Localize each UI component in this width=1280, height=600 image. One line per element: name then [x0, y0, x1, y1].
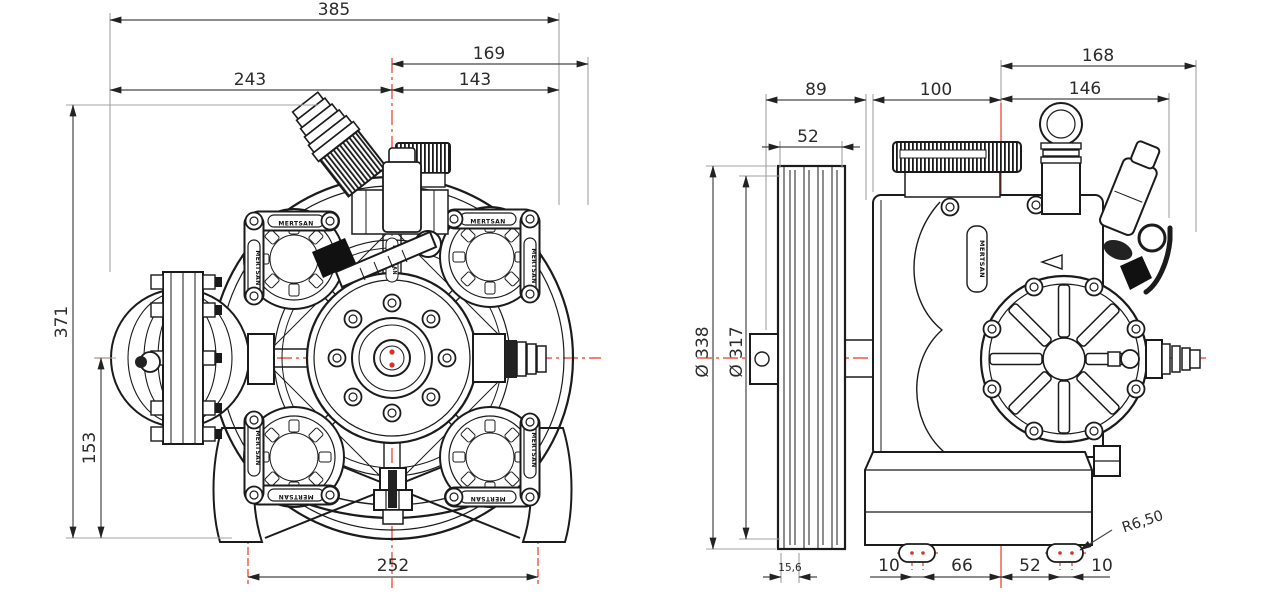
cover-plug: [1107, 351, 1121, 367]
dim-label-r650: R6,50: [1120, 508, 1165, 536]
side-end-cover: [979, 274, 1149, 444]
dim-label-10-left: 10: [878, 556, 900, 576]
front-shaft-spline: [373, 339, 411, 377]
dome-air-valve-cap: [135, 356, 147, 368]
dim-label-52-base: 52: [1019, 556, 1041, 576]
front-center-cover: [305, 271, 479, 445]
dim-label-dia317: Ø 317: [727, 326, 747, 377]
brand-badge: MERTSAN: [470, 495, 505, 502]
pulley-hub: [749, 333, 779, 385]
brand-badge: MERTSAN: [254, 250, 261, 285]
mount-slot-left: [898, 543, 936, 563]
side-lever-handle: [1120, 256, 1152, 290]
regulator-hook-lever: [1143, 225, 1173, 295]
regulator-ring: [1137, 223, 1167, 253]
side-brand-plate: [966, 225, 988, 293]
dim-label-252: 252: [377, 556, 409, 576]
dim-label-66: 66: [951, 556, 973, 576]
dim-label-371: 371: [52, 306, 72, 338]
brand-badge: MERTSAN: [530, 432, 537, 467]
brand-badge: MERTSAN: [254, 430, 261, 465]
dim-label-15-6: 15,6: [778, 562, 802, 574]
dim-label-385: 385: [318, 0, 350, 20]
dim-label-143: 143: [459, 70, 491, 90]
brand-badge: MERTSAN: [530, 248, 537, 283]
lever-handle: [312, 238, 356, 278]
head-bar-bottom-left: MERTSAN MERTSAN: [243, 410, 340, 506]
front-dimensions: 385 169 243 143 371 153 252: [52, 0, 589, 581]
front-bottom-fitting: [373, 467, 413, 525]
slot-radius-leader: [1079, 529, 1113, 551]
dim-label-52-groove: 52: [797, 127, 819, 147]
side-dimensions: 89 100 146 168 52 Ø 338 Ø 317 15,6 10 66…: [693, 46, 1197, 583]
dim-label-168: 168: [1082, 46, 1114, 66]
mount-slot-right: [1046, 543, 1084, 563]
dim-label-10-right: 10: [1091, 556, 1113, 576]
head-bar-bottom-right: MERTSAN MERTSAN: [444, 412, 541, 508]
brand-badge: MERTSAN: [470, 219, 505, 226]
head-bar-top-left: MERTSAN MERTSAN: [243, 210, 340, 306]
front-center-mark-2: [389, 362, 395, 368]
dim-label-169: 169: [473, 44, 505, 64]
side-discharge-barb: [1039, 102, 1083, 215]
front-right-fitting: [472, 333, 547, 383]
dim-label-89: 89: [805, 80, 827, 100]
dim-label-153: 153: [80, 432, 100, 464]
flow-arrow-mark: [1039, 254, 1063, 270]
front-head-bars: MERTSAN MERTSAN MERTSAN MERTSAN: [243, 208, 541, 508]
side-pulley: [749, 164, 873, 551]
side-view: MERTSAN: [693, 46, 1206, 588]
front-pump-body: MERTSAN MERTSAN MERTSAN MERTSAN: [110, 91, 575, 543]
front-regulator-lever: [312, 230, 442, 289]
dim-label-dia338: Ø 338: [693, 326, 713, 377]
dome-port-block: [247, 333, 275, 385]
front-accumulator-dome: [110, 271, 275, 445]
side-tank: [904, 169, 1001, 198]
side-base: [864, 445, 1121, 563]
brand-badge: MERTSAN: [278, 493, 313, 500]
brand-badge: MERTSAN: [978, 240, 986, 278]
flange-nuts: [215, 277, 222, 439]
front-center-mark: [389, 349, 395, 355]
side-right-barb: [1145, 339, 1201, 379]
dim-label-146: 146: [1069, 79, 1101, 99]
dim-label-100: 100: [920, 80, 952, 100]
dim-label-243: 243: [234, 70, 266, 90]
front-view: MERTSAN MERTSAN MERTSAN MERTSAN: [52, 0, 601, 588]
side-regulator: [1099, 140, 1173, 295]
brand-badge: MERTSAN: [278, 221, 313, 228]
front-suction-barb: [291, 91, 388, 198]
